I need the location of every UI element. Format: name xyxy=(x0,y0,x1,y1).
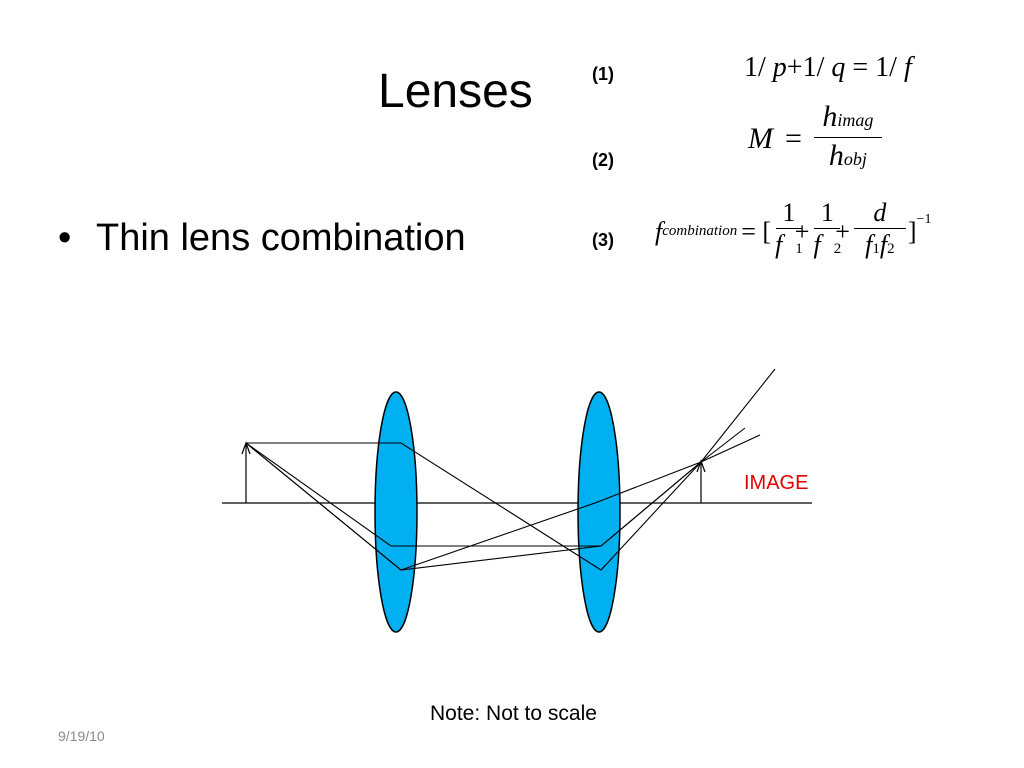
eq3-sub: combination xyxy=(662,223,738,239)
eq1-term: 1/ xyxy=(744,52,766,83)
eq3-den-ps2: 2 xyxy=(887,241,895,257)
bullet-item: • Thin lens combination xyxy=(58,214,466,262)
image-arrowhead xyxy=(696,459,706,473)
ray-mid xyxy=(245,434,761,547)
eq3-den-pf2: f xyxy=(879,230,888,259)
eq3-num-2: 1 xyxy=(820,198,834,227)
eq2-h-den: h xyxy=(828,139,844,172)
magnification-equation: M = himag hobj xyxy=(748,100,882,177)
lens-2 xyxy=(577,391,621,633)
eq3-fraction-1: 1 f 1 xyxy=(775,198,803,265)
eq3-exponent: −1 xyxy=(916,212,932,227)
equation-number-3: (3) xyxy=(592,230,614,250)
eq3-num-d: d xyxy=(873,198,887,227)
lens-1 xyxy=(374,391,418,633)
eq2-sub-num: imag xyxy=(837,110,874,130)
ray-parallel xyxy=(246,368,776,571)
scale-note: Note: Not to scale xyxy=(430,702,597,725)
ray-center xyxy=(245,427,746,571)
eq3-f: f xyxy=(655,216,663,246)
eq3-num-1: 1 xyxy=(782,198,796,227)
eq1-f: f xyxy=(903,52,912,83)
eq1-plus: + xyxy=(786,52,803,83)
eq3-den-f2: f xyxy=(813,230,821,259)
bullet-symbol: • xyxy=(58,217,72,259)
eq3-den-sub1: 1 xyxy=(795,241,803,257)
thin-lens-equation: 1/ p+1/ q = 1/ f xyxy=(744,48,912,88)
eq3-fraction-3: d f1f2 xyxy=(853,198,906,265)
equation-number-1: (1) xyxy=(592,64,614,84)
slide-date: 9/19/10 xyxy=(58,728,105,744)
eq3-den-ps1: 1 xyxy=(872,241,880,257)
eq3-den-sub2: 2 xyxy=(833,241,842,257)
eq3-den-f1: f xyxy=(775,230,783,259)
eq2-sub-den: obj xyxy=(843,149,867,169)
eq1-q: q xyxy=(831,52,846,83)
eq2-M: M xyxy=(748,121,773,155)
eq3-plus-1: + xyxy=(794,216,810,246)
eq3-fraction-2: 1 f 2 xyxy=(813,198,841,265)
bullet-text: Thin lens combination xyxy=(96,217,466,259)
eq2-h-num: h xyxy=(822,100,838,133)
eq1-term: 1/ xyxy=(875,52,897,83)
eq3-equals-bracket: = [ xyxy=(741,216,772,246)
eq2-fraction-bar xyxy=(813,137,882,138)
eq1-equals: = xyxy=(852,52,869,83)
equation-number-2: (2) xyxy=(592,150,614,170)
ray-low xyxy=(245,442,702,571)
eq2-equals: = xyxy=(785,121,802,155)
eq2-fraction: himag hobj xyxy=(813,100,882,177)
slide-title: Lenses xyxy=(378,65,533,118)
eq3-plus-2: + xyxy=(835,216,850,246)
image-label: IMAGE xyxy=(744,472,809,494)
eq1-term: 1/ xyxy=(802,52,825,83)
eq3-close-bracket: ] xyxy=(907,216,917,246)
eq3-den-pf1: f xyxy=(865,230,873,259)
eq1-p: p xyxy=(772,52,787,83)
